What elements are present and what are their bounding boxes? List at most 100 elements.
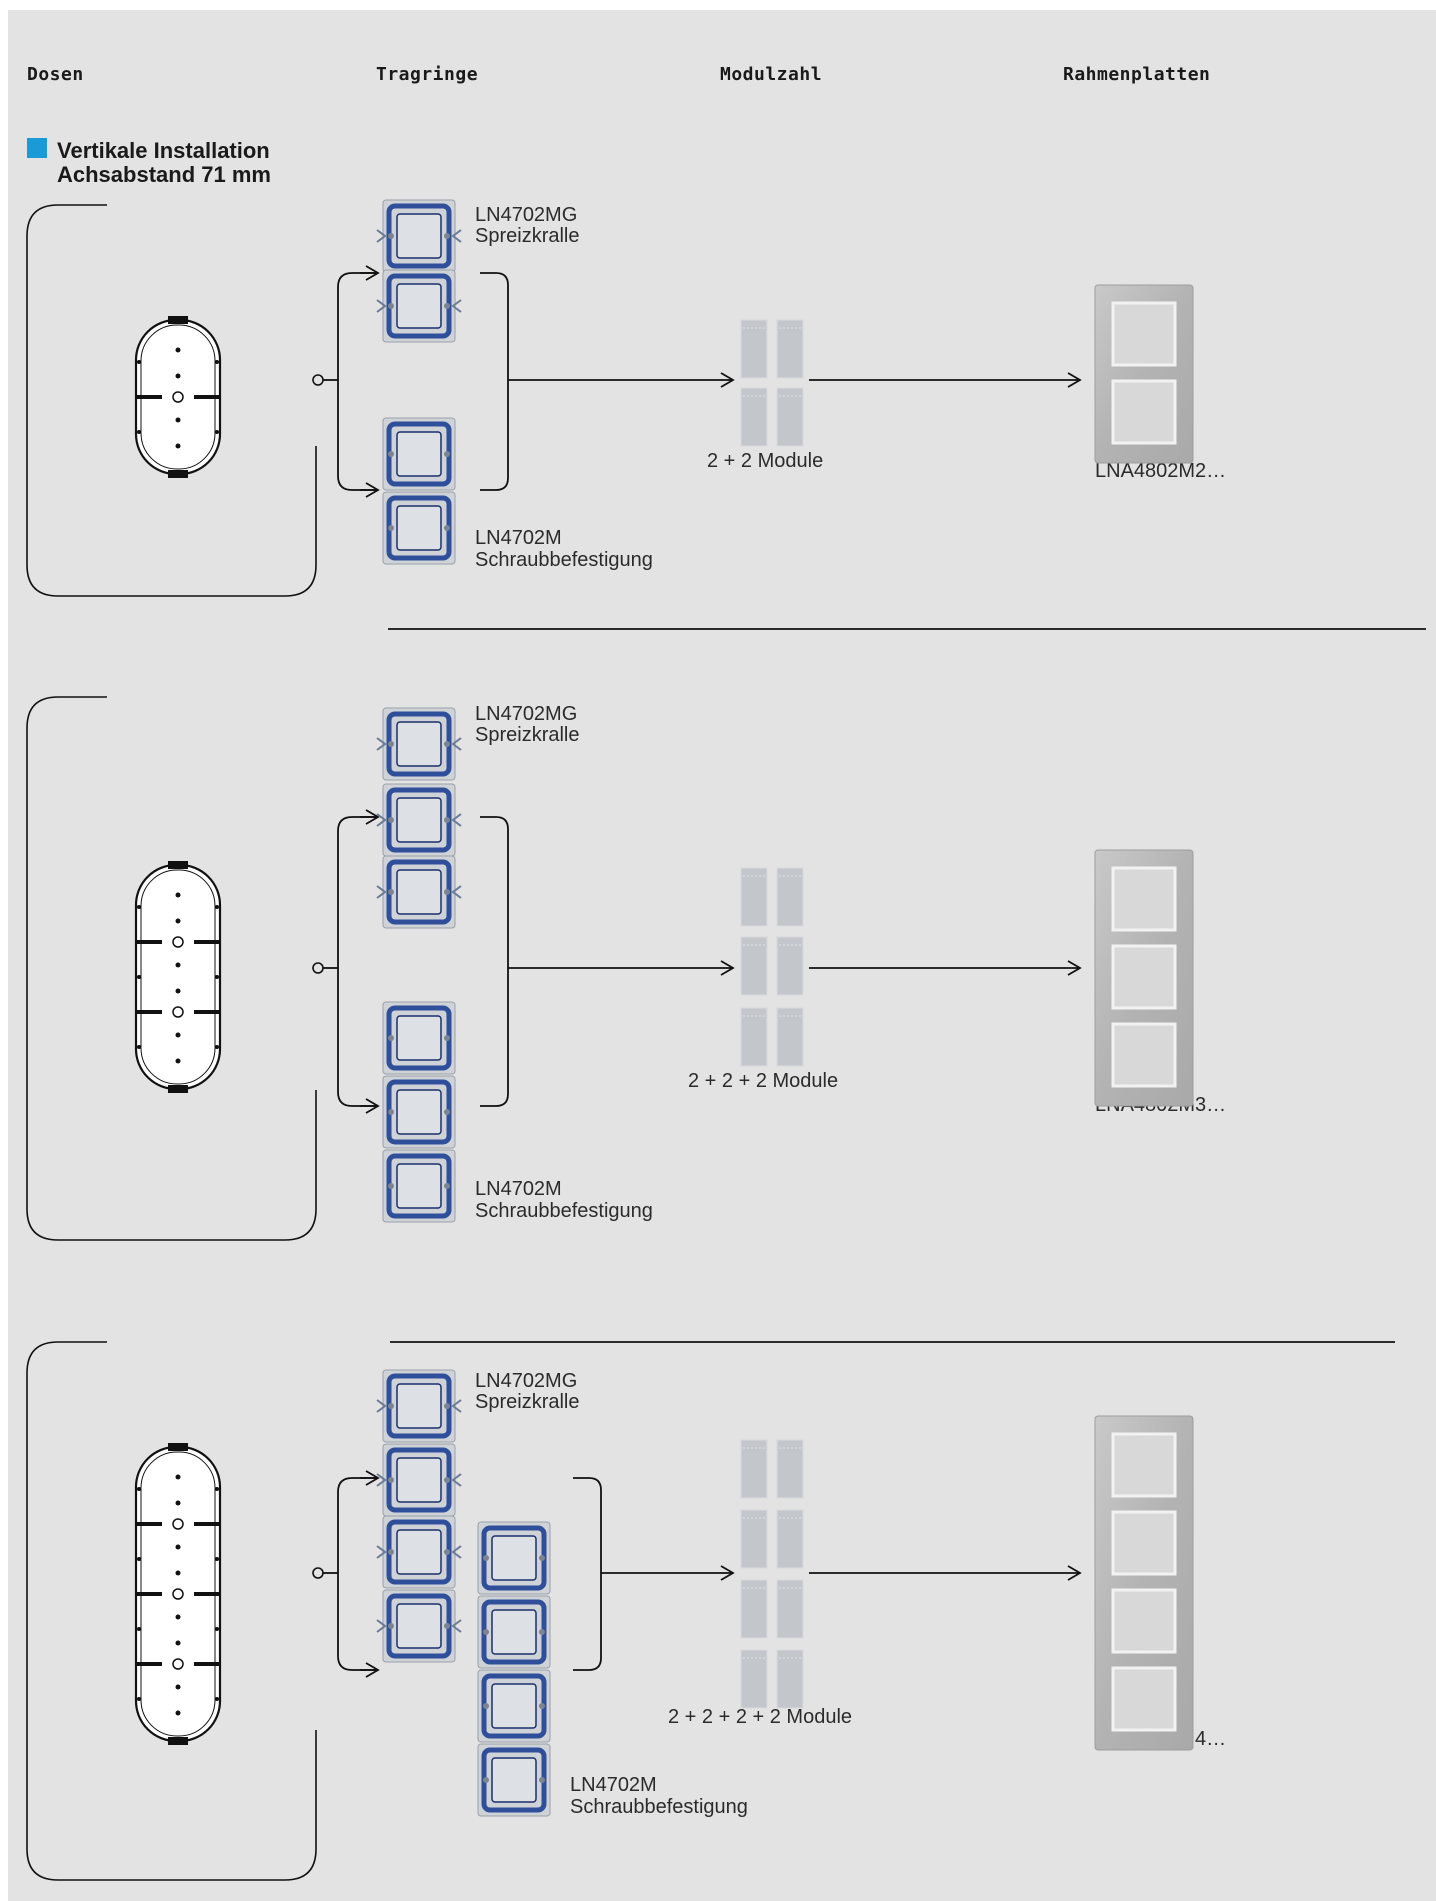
- ring-screw: [444, 889, 450, 895]
- claw-left: [376, 299, 387, 313]
- ring-opening: [396, 797, 442, 843]
- wall-box-dot: [175, 892, 181, 898]
- module: [740, 936, 768, 996]
- wall-box-tab: [168, 1737, 188, 1745]
- claw-left: [376, 885, 387, 899]
- schraub-ring: [477, 1521, 551, 1595]
- wall-box: [134, 1443, 222, 1745]
- module: [776, 1007, 804, 1067]
- wall-box-side-mark: [137, 975, 141, 979]
- frame-opening: [1111, 301, 1177, 367]
- section-accent-square: [27, 138, 47, 158]
- module: [776, 1509, 804, 1569]
- wall-box-side-mark: [215, 1697, 219, 1701]
- ring-top-code: LN4702MG: [475, 703, 578, 725]
- branch-spine: [337, 816, 376, 1107]
- ring-screw: [444, 1403, 450, 1409]
- ring-screw: [444, 741, 450, 747]
- wall-box-dot: [175, 1032, 181, 1038]
- collector-bracket: [573, 1477, 602, 1671]
- ring-screw: [444, 1109, 450, 1115]
- ring-opening: [396, 283, 442, 329]
- box-bracket: [26, 1341, 317, 1881]
- claw-left: [376, 1399, 387, 1413]
- wall-box-hole: [172, 391, 184, 403]
- wall-box-hole: [172, 1006, 184, 1018]
- schraub-ring: [382, 1001, 456, 1075]
- spreizkralle-ring: [376, 1515, 462, 1589]
- wall-box-dot: [175, 1614, 181, 1620]
- ring-screw: [388, 1623, 394, 1629]
- wall-box-side-mark: [215, 1487, 219, 1491]
- background-panel: [8, 10, 1436, 1901]
- ring-top-name: Spreizkralle: [475, 724, 580, 746]
- wall-box-tab: [168, 861, 188, 869]
- ring-screw: [483, 1555, 489, 1561]
- module-pair: [740, 1509, 804, 1569]
- column-header-modulzahl: Modulzahl: [720, 64, 823, 85]
- ring-opening: [396, 431, 442, 477]
- section-title: Vertikale Installation: [57, 138, 270, 163]
- schraub-ring: [382, 1075, 456, 1149]
- ring-opening: [396, 505, 442, 551]
- ring-screw: [444, 1549, 450, 1555]
- module: [740, 387, 768, 447]
- ring-bottom-name: Schraubbefestigung: [570, 1796, 748, 1818]
- box-bracket: [26, 204, 317, 597]
- ring-screw: [444, 1623, 450, 1629]
- frame-opening: [1111, 944, 1177, 1010]
- ring-opening: [396, 1383, 442, 1429]
- claw-right: [451, 1473, 462, 1487]
- branch-node: [312, 374, 324, 386]
- ring-screw: [539, 1629, 545, 1635]
- column-header-tragringe: Tragringe: [376, 64, 479, 85]
- wall-box-dot: [175, 1500, 181, 1506]
- ring-bottom-name: Schraubbefestigung: [475, 549, 653, 571]
- module-pair: [740, 1007, 804, 1067]
- ring-opening: [491, 1609, 537, 1655]
- claw-right: [451, 885, 462, 899]
- schraub-ring: [477, 1595, 551, 1669]
- ring-screw: [444, 1035, 450, 1041]
- box-bracket: [26, 696, 317, 1241]
- wall-box-dot: [175, 988, 181, 994]
- ring-screw: [444, 1183, 450, 1189]
- wall-box-dot: [175, 1640, 181, 1646]
- claw-right: [451, 1619, 462, 1633]
- ring-screw: [444, 525, 450, 531]
- wall-box-hole: [172, 936, 184, 948]
- ring-screw: [483, 1629, 489, 1635]
- ring-top-name: Spreizkralle: [475, 1391, 580, 1413]
- column-header-rahmenplatten: Rahmenplatten: [1063, 64, 1211, 85]
- ring-screw: [388, 303, 394, 309]
- frame-opening: [1111, 1588, 1177, 1654]
- claw-left: [376, 229, 387, 243]
- wall-box-hole: [172, 1518, 184, 1530]
- spreizkralle-ring: [376, 1443, 462, 1517]
- wall-box-side-mark: [215, 905, 219, 909]
- ring-opening: [396, 213, 442, 259]
- branch-node: [312, 1567, 324, 1579]
- ring-opening: [396, 1089, 442, 1135]
- schraub-ring: [382, 491, 456, 565]
- ring-screw: [388, 525, 394, 531]
- module-count-label: 2 + 2 + 2 Module: [688, 1070, 839, 1092]
- wall-box-side-mark: [215, 975, 219, 979]
- ring-top-name: Spreizkralle: [475, 225, 580, 247]
- ring-screw: [388, 233, 394, 239]
- cover-frame: [1094, 849, 1194, 1107]
- wall-box-hole: [172, 1588, 184, 1600]
- spreizkralle-ring: [376, 199, 462, 273]
- ring-bottom-code: LN4702M: [475, 527, 562, 549]
- module-pair: [740, 1649, 804, 1709]
- frame-opening: [1111, 1510, 1177, 1576]
- frame-opening: [1111, 1432, 1177, 1498]
- ring-top-code: LN4702MG: [475, 1370, 578, 1392]
- wall-box-side-mark: [215, 1045, 219, 1049]
- ring-bottom-name: Schraubbefestigung: [475, 1200, 653, 1222]
- ring-opening: [491, 1757, 537, 1803]
- ring-screw: [388, 741, 394, 747]
- wall-box-dot: [175, 962, 181, 968]
- ring-screw: [388, 1403, 394, 1409]
